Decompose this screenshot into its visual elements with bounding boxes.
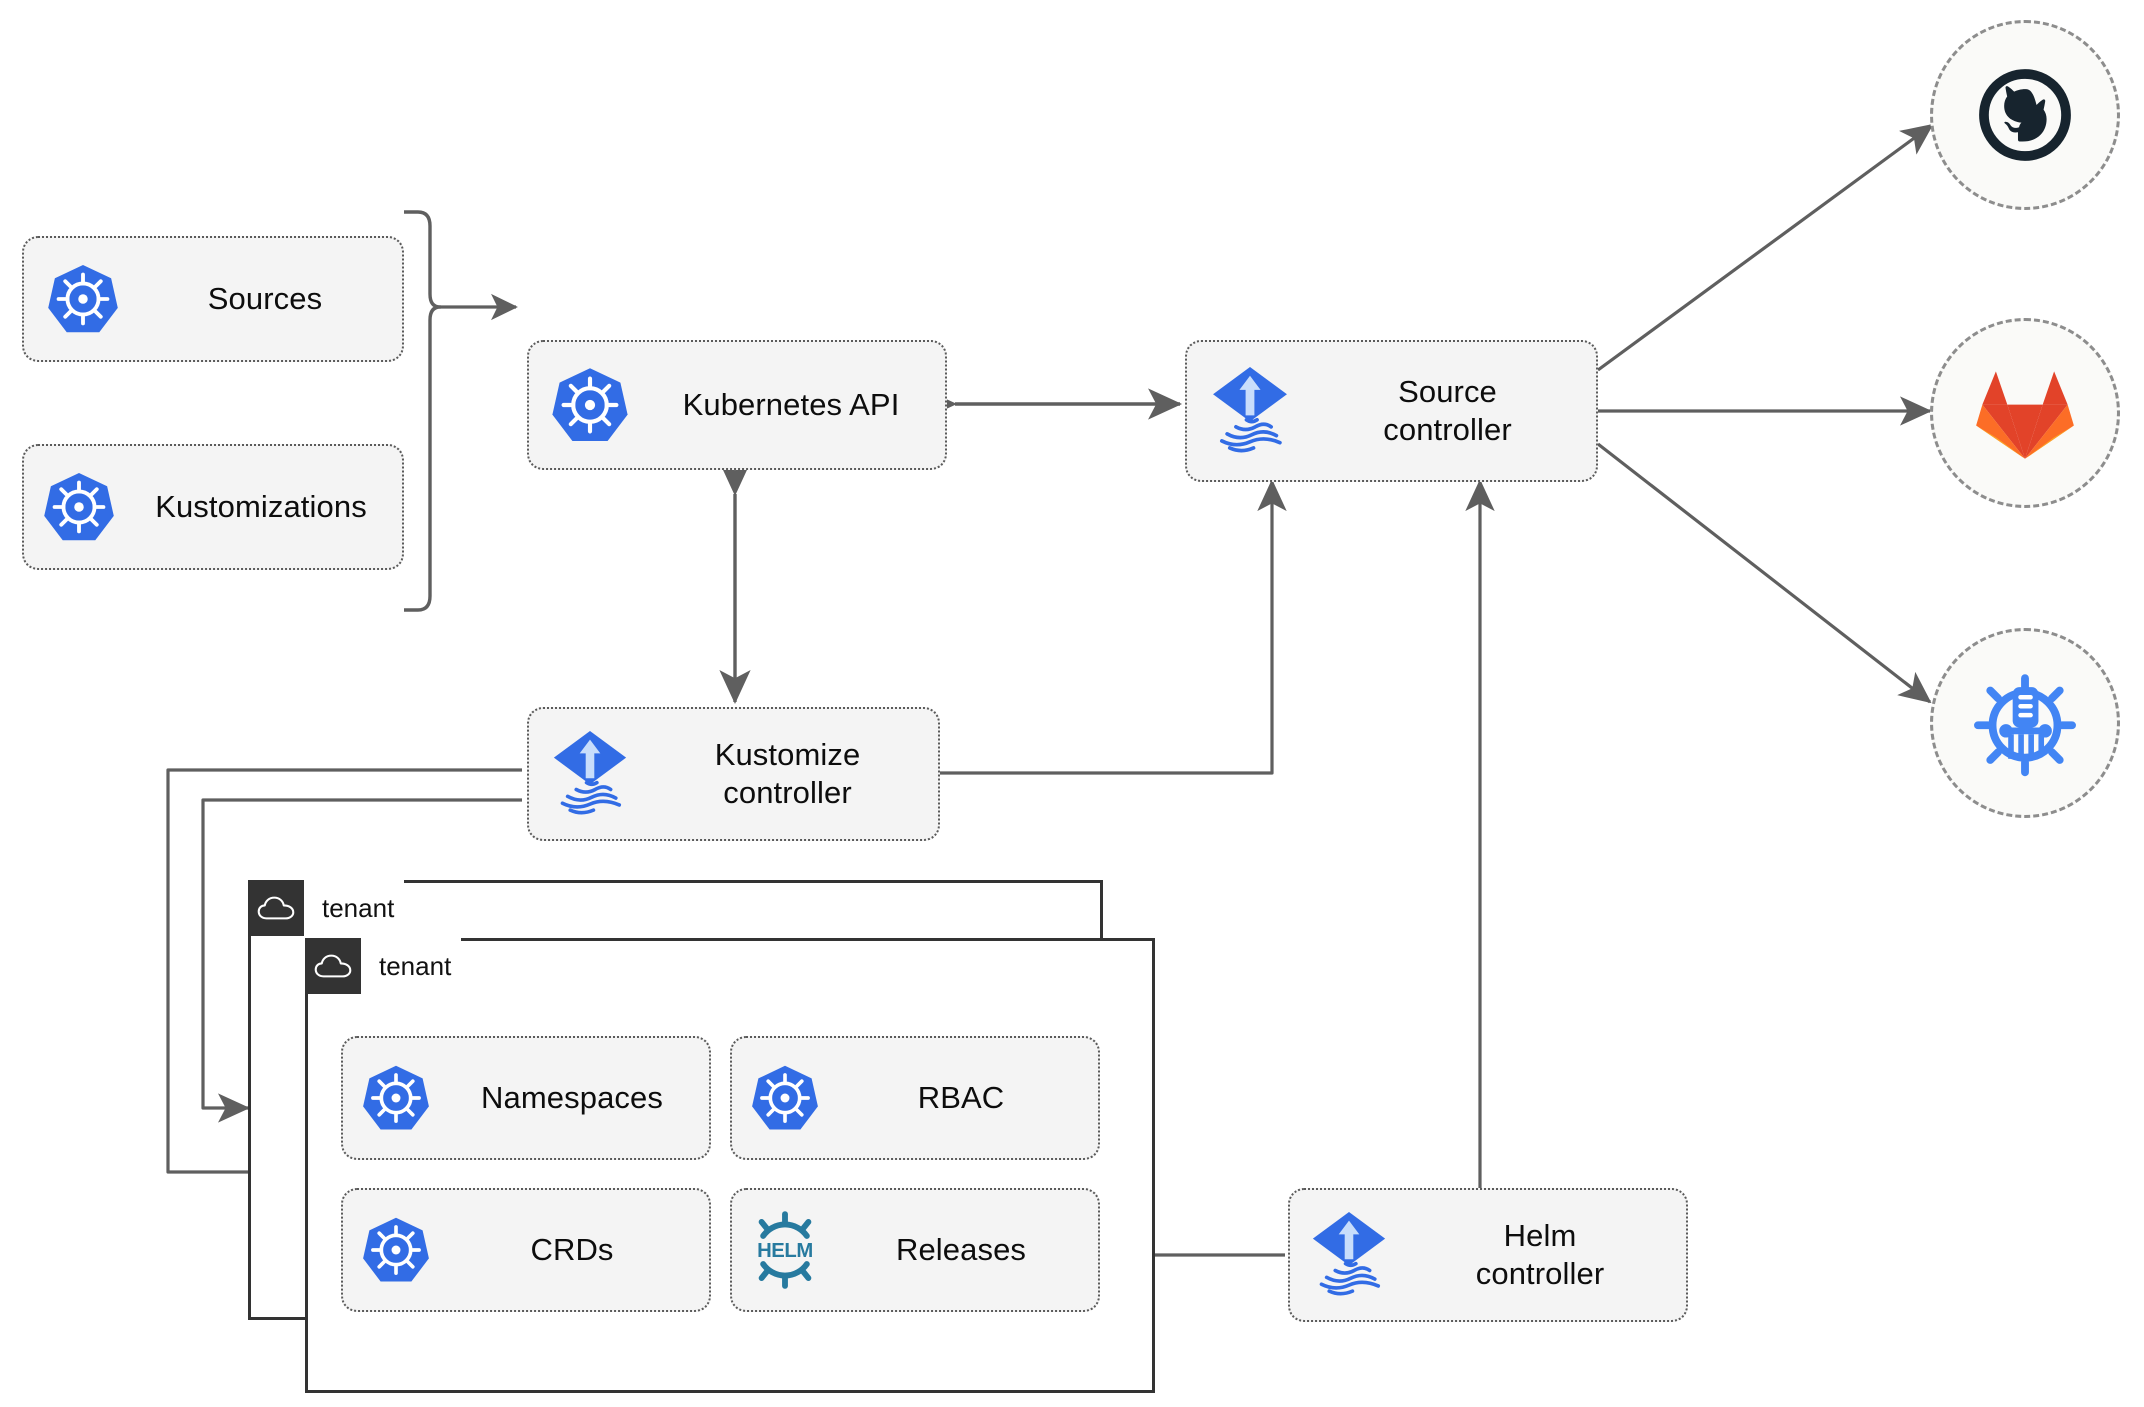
node-label: Sources (207, 281, 323, 317)
node-label: Releases (895, 1232, 1027, 1268)
tenant-tab: tenant (248, 880, 405, 936)
node-sources[interactable]: Sources (22, 236, 404, 362)
node-kustomize-controller[interactable]: Kustomize controller (527, 707, 940, 841)
kubernetes-icon (24, 470, 134, 544)
flux-icon (1187, 365, 1313, 457)
cloud-icon (248, 880, 304, 936)
node-label: Source controller (1383, 374, 1512, 447)
wire-sourcecontroller-registry (1597, 442, 1932, 704)
github-icon (1979, 69, 2071, 161)
endpoint-helm-repository[interactable] (1930, 628, 2120, 818)
node-namespaces[interactable]: Namespaces (341, 1036, 711, 1160)
kubernetes-icon (24, 262, 142, 336)
kubernetes-icon (343, 1063, 449, 1133)
node-label: Kubernetes API (682, 387, 900, 423)
node-label: RBAC (917, 1080, 1005, 1116)
tenant-front[interactable]: tenant (305, 938, 1155, 1393)
tenant-label: tenant (361, 938, 462, 994)
node-helm-controller[interactable]: Helm controller (1288, 1188, 1688, 1322)
svg-text:HELM: HELM (757, 1240, 813, 1262)
node-label: Namespaces (481, 1080, 663, 1116)
diagram-title: Flux GitOps multi-tenancy architecture (0, 0, 1, 1)
kubernetes-icon (343, 1215, 449, 1285)
node-label: Kustomize controller (714, 737, 861, 810)
cloud-icon (305, 938, 361, 994)
kubernetes-icon (732, 1063, 838, 1133)
endpoint-github[interactable] (1930, 20, 2120, 210)
node-kubernetes-api[interactable]: Kubernetes API (527, 340, 947, 470)
node-crds[interactable]: CRDs (341, 1188, 711, 1312)
node-source-controller[interactable]: Source controller (1185, 340, 1598, 482)
helm-icon: HELM (732, 1211, 838, 1289)
helm-repository-icon (1974, 674, 2076, 777)
tenant-tab: tenant (305, 938, 462, 994)
node-rbac[interactable]: RBAC (730, 1036, 1100, 1160)
node-label: Kustomizations (155, 489, 367, 525)
wire-bracket (404, 210, 442, 612)
wire-kustomizecontroller-sourcecontroller (940, 479, 1287, 775)
kubernetes-icon (529, 365, 651, 445)
gitlab-icon (1976, 371, 2074, 459)
endpoint-gitlab[interactable] (1930, 318, 2120, 508)
flux-icon (529, 729, 651, 819)
node-releases[interactable]: HELM Releases (730, 1188, 1100, 1312)
tenant-label: tenant (304, 880, 405, 936)
node-label: Helm controller (1475, 1218, 1605, 1291)
node-label: CRDs (530, 1232, 614, 1268)
node-kustomizations[interactable]: Kustomizations (22, 444, 404, 570)
flux-icon (1290, 1210, 1408, 1300)
wire-sourcecontroller-github (1597, 123, 1934, 372)
